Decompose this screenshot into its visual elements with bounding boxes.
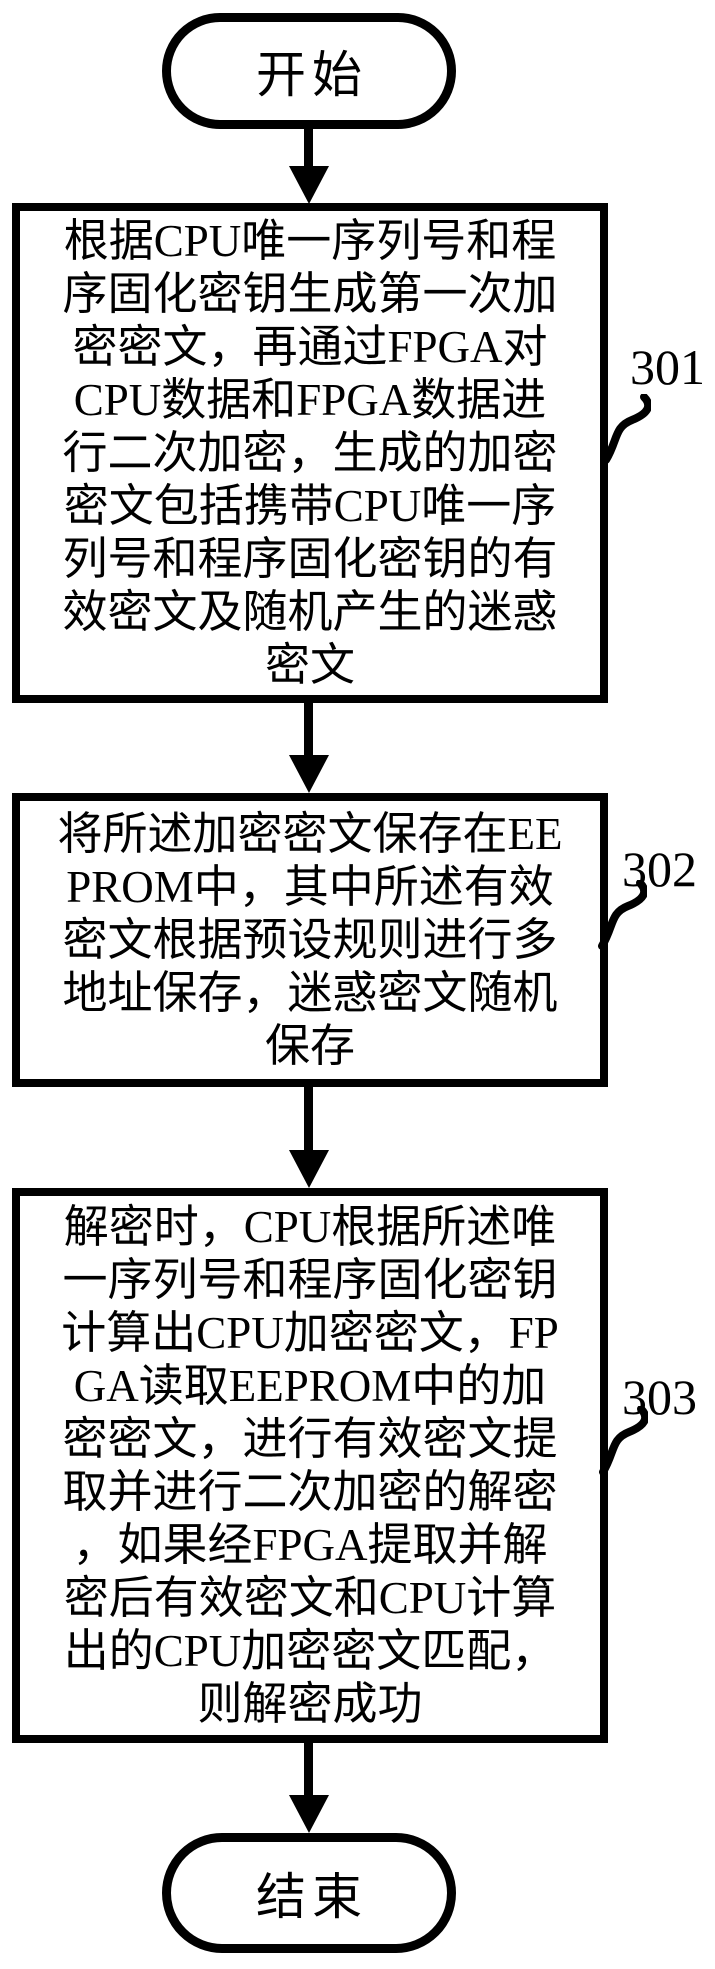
step-301-line: 序固化密钥生成第一次加 [62,268,558,319]
step-301-line: 密文包括携带CPU唯一序 [63,480,557,531]
step-303-line: 解密时，CPU根据所述唯 [63,1201,557,1252]
step-303-line: ，如果经FPGA提取并解 [72,1519,548,1570]
step-303-line: 密后有效密文和CPU计算 [63,1572,557,1623]
step-303-line: 一序列号和程序固化密钥 [62,1254,558,1305]
step-303-line: 出的CPU加密密文匹配， [63,1625,557,1676]
arrow-head-icon [289,1795,329,1833]
step-303-line: 则解密成功 [197,1678,423,1729]
step-303-line: GA读取EEPROM中的加 [73,1360,547,1411]
arrow-head-icon [289,755,329,793]
step-box-301: 根据CPU唯一序列号和程 序固化密钥生成第一次加 密密文，再通过FPGA对 CP… [12,203,608,703]
start-terminal-label: 开始 [256,47,368,103]
arrow-shaft [304,701,313,761]
reference-leader-squiggle-301 [601,394,651,464]
step-box-302: 将所述加密密文保存在EE PROM中，其中所述有效 密文根据预设规则进行多 地址… [12,793,608,1087]
step-302-line: 密文根据预设规则进行多 [62,914,558,965]
end-terminal-label: 结束 [256,1869,368,1925]
step-302-line: PROM中，其中所述有效 [66,861,554,912]
step-303-line: 计算出CPU加密密文，FP [61,1307,559,1358]
reference-label-302: 302 [622,841,697,897]
step-302-line: 地址保存，迷惑密文随机 [62,967,558,1018]
arrow-shaft [304,126,313,172]
reference-leader-squiggle-302 [597,880,647,950]
step-302-line: 保存 [264,1020,355,1071]
reference-leader-squiggle-303 [598,1406,648,1476]
step-302-line: 将所述加密密文保存在EE [57,808,563,859]
arrow-shaft [304,1741,313,1801]
step-301-line: CPU数据和FPGA数据进 [73,374,547,425]
end-terminal: 结束 [162,1833,456,1953]
start-terminal: 开始 [162,13,456,129]
reference-label-301: 301 [630,339,705,395]
step-301-line: 密密文，再通过FPGA对 [72,321,548,372]
flow-arrow-301-to-302 [289,701,329,793]
reference-label-303: 303 [622,1369,697,1425]
arrow-head-icon [289,166,329,204]
step-301-line: 列号和程序固化密钥的有 [62,533,558,584]
step-301-line: 效密文及随机产生的迷惑 [62,586,558,637]
flow-arrow-302-to-303 [289,1085,329,1188]
step-301-line: 密文 [264,639,355,690]
step-303-line: 取并进行二次加密的解密 [62,1466,558,1517]
step-301-line: 行二次加密，生成的加密 [62,427,558,478]
flow-arrow-start-to-301 [289,126,329,204]
step-box-303: 解密时，CPU根据所述唯 一序列号和程序固化密钥 计算出CPU加密密文，FP G… [12,1188,608,1743]
flow-arrow-303-to-end [289,1741,329,1833]
step-303-line: 密密文，进行有效密文提 [62,1413,558,1464]
step-301-line: 根据CPU唯一序列号和程 [63,215,557,266]
arrow-head-icon [289,1150,329,1188]
arrow-shaft [304,1085,313,1156]
